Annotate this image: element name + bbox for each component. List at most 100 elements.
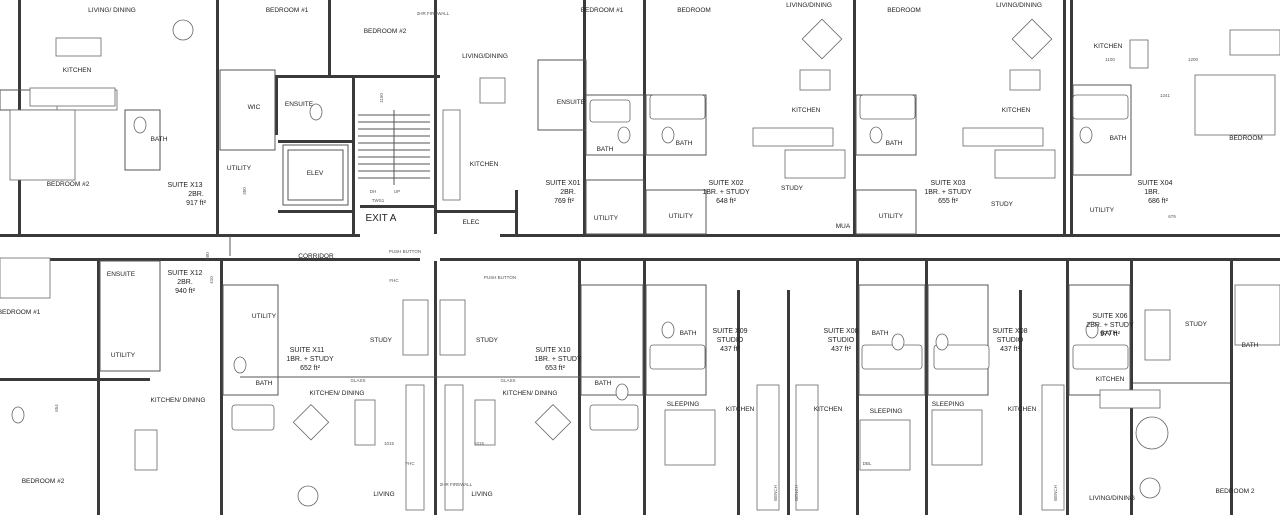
room-label: UTILITY [1090,207,1115,214]
exit-sign: EXIT A [366,213,397,224]
room-label: BEDROOM [887,7,921,14]
room-label: SLEEPING [667,401,700,408]
suite-name: SUITE X12 [167,270,202,277]
room-label: BEDROOM [1229,135,1263,142]
room-label: KITCHEN [792,107,821,114]
annotations: 2HR FIREWALL 2HR FIREWALL PUSH BUTTON PU… [54,11,1199,487]
fhc-note: FHC [405,461,415,466]
room-label: ENSUITE [107,271,136,278]
room-label: BEDROOM #2 [22,478,65,485]
room-label: BATH [1242,342,1259,349]
suite-type: 1BR. + STUDY [924,189,972,196]
room-label: BEDROOM 2 [1215,488,1254,495]
room-label: UTILITY [669,213,694,220]
room-label: KITCHEN [814,406,843,413]
dimension: 1200 [1188,57,1199,62]
suite-type: 1BR. + STUDY [702,189,750,196]
suite-type: STUDIO [997,337,1024,344]
room-label: WIC [248,104,261,111]
suite-area: 652 ft² [300,365,321,372]
room-label: BEDROOM #1 [0,309,41,316]
room-label: STUDY [991,201,1014,208]
room-label: BENCH [794,485,799,501]
room-label: BATH [676,140,693,147]
room-label: KITCHEN [1096,376,1125,383]
room-label: STUDY [781,185,804,192]
suite-area: 769 ft² [554,198,575,205]
room-label: BATH [1101,330,1118,337]
suite-area: 437 ft² [831,346,852,353]
room-label: BATH [595,380,612,387]
room-label: BATH [256,380,273,387]
stair-note: UP [394,189,400,194]
room-label: LIVING [373,491,394,498]
room-label: BATH [872,330,889,337]
room-label: BATH [151,136,168,143]
suite-type: 2BR. [560,189,576,196]
suite-name: SUITE X10 [535,347,570,354]
suite-type: 1BR. + STUDY [534,356,582,363]
room-label: BATH [597,146,614,153]
suite-area: 940 ft² [175,288,196,295]
suite-type: 1BR. [1144,189,1160,196]
room-label: BEDROOM #1 [266,7,309,14]
room-label: MUA [836,223,851,230]
fhc-note: FHC [389,278,399,283]
room-label: LIVING/DINING [462,53,508,60]
dimension: 1015 [384,441,395,446]
fixtures [0,18,1280,511]
room-label: ENSUITE [557,99,586,106]
suite-name: SUITE X02 [708,180,743,187]
room-label: LIVING/DINING [1089,495,1135,502]
room-label: STUDY [476,337,499,344]
suite-name: SUITE X08 [823,328,858,335]
room-label: ENSUITE [285,101,314,108]
suite-labels: SUITE X13 2BR. 917 ft² SUITE X01 2BR. 76… [167,180,1172,372]
room-label: GLASS [350,378,365,383]
suite-name: SUITE X09 [712,328,747,335]
suite-area: 653 ft² [545,365,566,372]
suite-name: SUITE X11 [290,347,325,354]
room-label: KITCHEN/ DINING [310,390,365,397]
room-label: KITCHEN/ DINING [151,397,206,404]
room-label: BATH [680,330,697,337]
bed-note: DBL [863,461,872,466]
room-label: LIVING/DINING [786,2,832,9]
suite-name: SUITE X08 [992,328,1027,335]
room-label: KITCHEN [470,161,499,168]
room-label: CORRIDOR [298,253,334,260]
room-label: UTILITY [227,165,252,172]
suite-name: SUITE X03 [930,180,965,187]
room-label: UTILITY [111,352,136,359]
dimension: 1241 [1160,93,1171,98]
dimension: 1015 [474,441,485,446]
room-label: KITCHEN [1094,43,1123,50]
room-label: STUDY [370,337,393,344]
firewall-note: 2HR FIREWALL [417,11,450,16]
dimension: 654 [54,404,59,412]
room-label: LIVING/DINING [996,2,1042,9]
suite-area: 686 ft² [1148,198,1169,205]
room-label: STUDY [1185,321,1208,328]
stair-treads [358,110,430,185]
push-button-note: PUSH BUTTON [484,275,516,280]
dimension: 679 [1168,214,1176,219]
room-label: BENCH [1053,485,1058,501]
room-labels: LIVING/ DINING KITCHEN BEDROOM #2 BATH U… [0,2,1263,502]
room-label: GLASS [500,378,515,383]
room-label: KITCHEN/ DINING [503,390,558,397]
suite-type: STUDIO [828,337,855,344]
room-label: SLEEPING [870,408,903,415]
suite-name: SUITE X01 [545,180,580,187]
room-label: KITCHEN [726,406,755,413]
room-label: BEDROOM #2 [47,181,90,188]
firewall-note: 2HR FIREWALL [440,482,473,487]
room-label: LIVING [471,491,492,498]
stair-note: TWS1 [372,198,385,203]
suite-area: 437 ft² [1000,346,1021,353]
room-label: KITCHEN [63,67,92,74]
room-label: KITCHEN [1008,406,1037,413]
dimension: 1150 [379,93,384,103]
room-label: BEDROOM #1 [581,7,624,14]
